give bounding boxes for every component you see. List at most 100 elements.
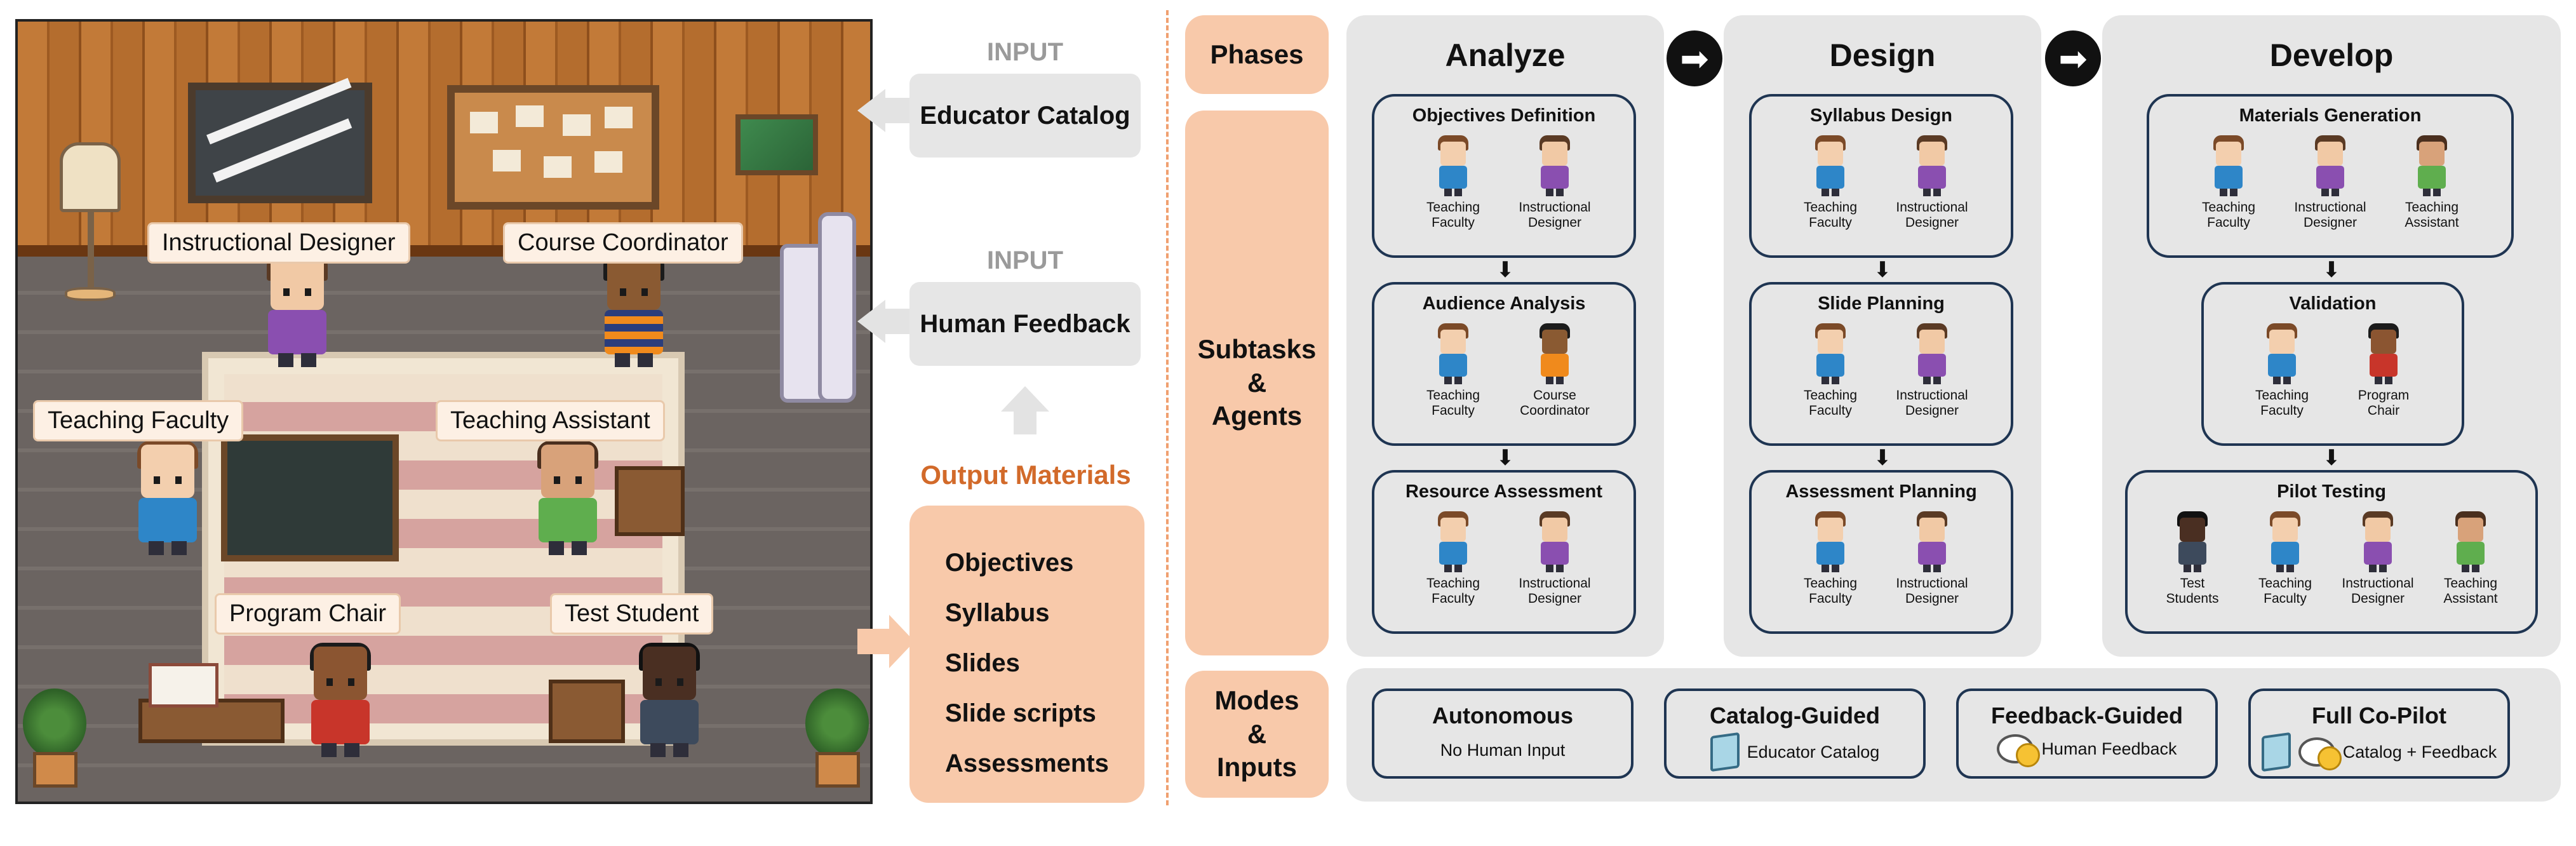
smiley-icon xyxy=(2016,743,2041,767)
agent-name-line: Coordinator xyxy=(1520,403,1590,419)
student-desk xyxy=(549,680,625,743)
plant-pot xyxy=(815,752,860,788)
potted-plant xyxy=(805,688,869,758)
phase-title: Develop xyxy=(2269,37,2394,73)
avatar-head xyxy=(1818,518,1843,542)
mode-title: Catalog-Guided xyxy=(1710,702,1880,728)
agent-name-line: Program xyxy=(2358,388,2410,403)
output-materials-title: Output Materials xyxy=(920,460,1131,490)
avatar-leg xyxy=(2379,565,2387,572)
avatar-body xyxy=(1439,542,1467,565)
avatar-head xyxy=(1818,142,1843,166)
avatar-body xyxy=(1918,542,1946,565)
input-tag-catalog: INPUT xyxy=(987,38,1063,66)
lamp-shade xyxy=(60,142,121,212)
avatar-body xyxy=(1918,354,1946,377)
avatar-body xyxy=(1541,166,1569,189)
avatar-head xyxy=(2269,330,2295,354)
agent-avatar-icon xyxy=(1433,135,1473,196)
avatar-leg xyxy=(2321,189,2329,196)
agent-name-line: Teaching xyxy=(1803,576,1858,591)
agent-avatar-icon xyxy=(2358,511,2398,572)
avatar-leg xyxy=(1444,377,1452,384)
avatar-leg xyxy=(1454,565,1462,572)
avatar-head xyxy=(2365,518,2391,542)
avatar-head xyxy=(1440,142,1466,166)
avatar-leg xyxy=(1454,189,1462,196)
agent-avatar-icon xyxy=(1534,323,1575,384)
avatar-body xyxy=(2364,542,2392,565)
agent-avatar-icon xyxy=(2450,511,2491,572)
agent-name-line: Faculty xyxy=(1809,403,1852,419)
output-item: Slide scripts xyxy=(945,699,1096,727)
mode-title: Full Co-Pilot xyxy=(2312,702,2446,728)
agent-avatar-icon xyxy=(1810,323,1851,384)
course-coordinator-character xyxy=(596,253,672,367)
avatar-leg xyxy=(1444,189,1452,196)
avatar-leg xyxy=(1454,377,1462,384)
avatar-leg xyxy=(2276,565,2284,572)
avatar-leg xyxy=(2385,377,2392,384)
modes-row-label: Modes & Inputs xyxy=(1185,671,1329,798)
avatar-body xyxy=(1918,166,1946,189)
avatar-leg xyxy=(1923,377,1931,384)
agent-avatar-icon xyxy=(2172,511,2213,572)
agent-name-line: Instructional xyxy=(1896,388,1968,403)
mode-subtitle-text: Educator Catalog xyxy=(1747,742,1880,762)
agent-avatar-icon xyxy=(1433,511,1473,572)
avatar-leg xyxy=(2423,189,2431,196)
agent-name-line: Chair xyxy=(2367,403,2400,419)
avatar-leg xyxy=(2184,565,2191,572)
avatar-leg xyxy=(1546,565,1553,572)
avatar-leg xyxy=(1933,189,1941,196)
avatar-leg xyxy=(2273,377,2281,384)
agent-name-line: Designer xyxy=(1905,591,1959,607)
avatar-leg xyxy=(1556,189,1564,196)
avatar-body xyxy=(1439,166,1467,189)
output-item: Objectives xyxy=(945,549,1074,577)
agent-name-line: Students xyxy=(2166,591,2219,607)
agent-name-line: Faculty xyxy=(1432,215,1475,231)
teaching-assistant-character xyxy=(530,441,606,555)
catalog-arrow-shaft xyxy=(885,98,911,123)
agent-name-line: Instructional xyxy=(1519,200,1591,215)
feedback-arrow xyxy=(857,300,885,343)
avatar-body xyxy=(2268,354,2296,377)
avatar-head xyxy=(2216,142,2241,166)
mode-subtitle-text: Human Feedback xyxy=(2041,739,2177,758)
avatar-leg xyxy=(2220,189,2227,196)
open-book xyxy=(149,663,218,708)
mode-subtitle: No Human Input xyxy=(1374,741,1631,760)
avatar-leg xyxy=(1556,377,1564,384)
agent-avatar-icon xyxy=(1912,323,1952,384)
phases-row-label: Phases xyxy=(1185,15,1329,94)
agent-avatar-icon xyxy=(2208,135,2249,196)
